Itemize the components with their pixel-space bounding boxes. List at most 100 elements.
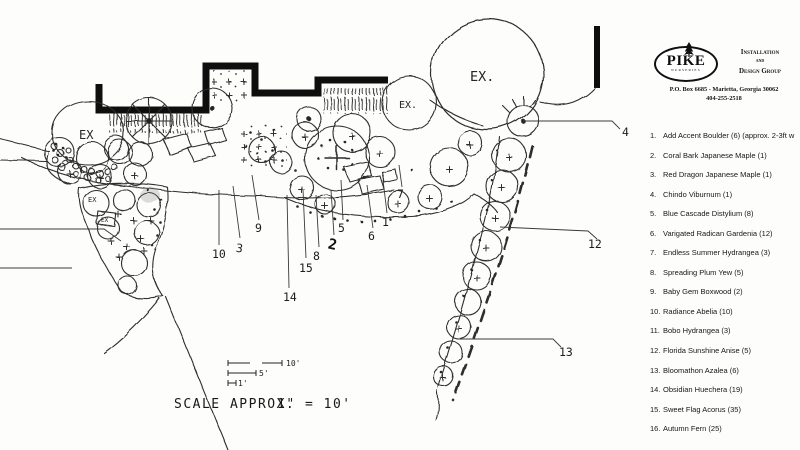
- item-number: 11.: [650, 326, 660, 336]
- callout-10: 10: [212, 247, 226, 261]
- plus-marks: [66, 132, 513, 382]
- item-number: 9.: [650, 287, 657, 297]
- item-name: Florida Sunshine Anise (5): [663, 346, 751, 356]
- groundcover-hatch: [109, 70, 388, 166]
- company-header: PIKE NURSERIES Installation and Design G…: [648, 36, 800, 108]
- address-line: P.O. Box 6685 - Marietta, Georgia 30062: [669, 86, 779, 93]
- existing-shrub-left: [51, 100, 125, 166]
- existing-tree-large: [430, 17, 544, 131]
- scale-caption: SCALE APPROX.: [174, 397, 295, 412]
- item-number: 12.: [650, 346, 661, 356]
- ex-label: EX: [101, 217, 109, 224]
- pine-tree-icon: [684, 42, 694, 57]
- item-number: 6.: [650, 228, 657, 238]
- existing-shrub-mid: [381, 75, 437, 131]
- plant-legend: 1. Add Accent Boulder (6) (approx. 2-3ft …: [650, 126, 800, 439]
- plant-list-item: 1. Add Accent Boulder (6) (approx. 2-3ft …: [650, 126, 800, 146]
- item-number: 16.: [650, 424, 661, 434]
- item-number: 5.: [650, 209, 657, 219]
- item-name: Radiance Abelia (10): [663, 306, 733, 316]
- item-number: 10.: [650, 306, 661, 316]
- planting-linework: [0, 70, 597, 450]
- org-line-1: Installation: [740, 48, 780, 56]
- callout-12: 12: [588, 237, 602, 251]
- item-number: 14.: [650, 385, 661, 395]
- org-title: Installation and Design Group: [720, 47, 800, 76]
- plant-list-item: 7. Endless Summer Hydrangea (3): [650, 243, 800, 263]
- brand-name: PIKE: [666, 53, 706, 69]
- item-number: 1.: [650, 131, 657, 140]
- callout-6: 6: [368, 229, 375, 243]
- diagonal-bed-edges: [437, 135, 534, 402]
- item-name: Endless Summer Hydrangea (3): [663, 248, 771, 258]
- ex-label: EX: [79, 128, 94, 142]
- plant-list-item: 15.Sweet Flag Acorus (35): [650, 400, 800, 420]
- pike-logo: PIKE NURSERIES: [654, 42, 718, 82]
- scale-ratio: 1" = 10': [277, 397, 352, 412]
- item-name: Chindo Viburnum (1): [663, 189, 733, 199]
- item-number: 15.: [650, 404, 661, 414]
- item-name: Baby Gem Boxwood (2): [663, 287, 743, 297]
- plant-list-item: 14.Obsidian Huechera (19): [650, 380, 800, 400]
- plant-list-item: 4. Chindo Viburnum (1): [650, 185, 800, 205]
- org-line-2: and: [755, 58, 765, 64]
- plant-list-item: 9. Baby Gem Boxwood (2): [650, 282, 800, 302]
- island-bed-outline: [78, 182, 169, 300]
- item-name: Add Accent Boulder (6) (approx. 2-3ft w: [663, 131, 795, 140]
- site-plan-drawing: EX EX. EX. EX EX 10 3 9 14 15 8 2 5 6 1 …: [0, 17, 629, 450]
- ex-label: EX.: [470, 69, 494, 85]
- plant-list-item: 16.Autumn Fern (25): [650, 419, 800, 439]
- plan-labels: EX EX. EX. EX EX 10 3 9 14 15 8 2 5 6 1 …: [79, 69, 629, 359]
- plant-list-item: 3. Red Dragon Japanese Maple (1): [650, 165, 800, 185]
- item-name: Sweet Flag Acorus (35): [663, 404, 741, 414]
- plant-list-item: 2. Coral Bark Japanese Maple (1): [650, 146, 800, 166]
- ex-label: EX.: [399, 100, 417, 111]
- plant-list-item: 6. Varigated Radican Gardenia (12): [650, 224, 800, 244]
- plant-list-item: 5. Blue Cascade Distylium (8): [650, 204, 800, 224]
- item-name: Bobo Hydrangea (3): [663, 326, 731, 336]
- callout-13: 13: [559, 345, 573, 359]
- item-name: Spreading Plum Yew (5): [663, 267, 744, 277]
- boxed-existing-marker: [95, 210, 117, 227]
- item-name: Obsidian Huechera (19): [663, 385, 743, 395]
- callout-15: 15: [299, 261, 313, 275]
- plant-list-item: 11.Bobo Hydrangea (3): [650, 321, 800, 341]
- callout-leader-lines: [0, 120, 621, 348]
- callout-9: 9: [255, 221, 262, 235]
- callout-2: 2: [326, 237, 338, 254]
- phone-number: 404-255-2518: [706, 95, 742, 102]
- callout-3: 3: [235, 241, 244, 256]
- item-number: 2.: [650, 150, 657, 160]
- item-name: Coral Bark Japanese Maple (1): [663, 150, 767, 160]
- callout-7: 7: [397, 187, 404, 201]
- scale-indicator: 10' 5' 1' SCALE APPROX. 1" = 10': [174, 359, 352, 412]
- item-number: 13.: [650, 365, 661, 375]
- item-number: 3.: [650, 170, 657, 180]
- item-number: 4.: [650, 189, 657, 199]
- existing-tree-symbols: [51, 75, 437, 166]
- item-name: Bloomathon Azalea (6): [663, 365, 739, 375]
- bed-boundaries: [0, 86, 597, 450]
- callout-5: 5: [338, 221, 345, 235]
- org-line-3: Design Group: [739, 67, 781, 75]
- scale-1ft-label: 1': [238, 379, 248, 388]
- plant-list-item: 10.Radiance Abelia (10): [650, 302, 800, 322]
- ex-label: EX: [88, 196, 97, 204]
- item-number: 8.: [650, 267, 657, 277]
- plant-list-item: 12.Florida Sunshine Anise (5): [650, 341, 800, 361]
- house-wall: [95, 26, 600, 114]
- item-name: Blue Cascade Distylium (8): [663, 209, 754, 219]
- item-number: 7.: [650, 248, 657, 258]
- plant-list-item: 8. Spreading Plum Yew (5): [650, 263, 800, 283]
- callout-8: 8: [313, 249, 320, 263]
- callout-4: 4: [622, 125, 629, 139]
- item-name: Autumn Fern (25): [663, 424, 722, 434]
- item-name: Varigated Radican Gardenia (12): [663, 228, 773, 238]
- scale-10ft-label: 10': [286, 359, 300, 368]
- scale-5ft-label: 5': [259, 369, 269, 378]
- plant-list-item: 13.Bloomathon Azalea (6): [650, 361, 800, 381]
- item-name: Red Dragon Japanese Maple (1): [663, 170, 772, 180]
- brand-subtitle: NURSERIES: [671, 68, 701, 72]
- callout-1: 1: [382, 215, 389, 229]
